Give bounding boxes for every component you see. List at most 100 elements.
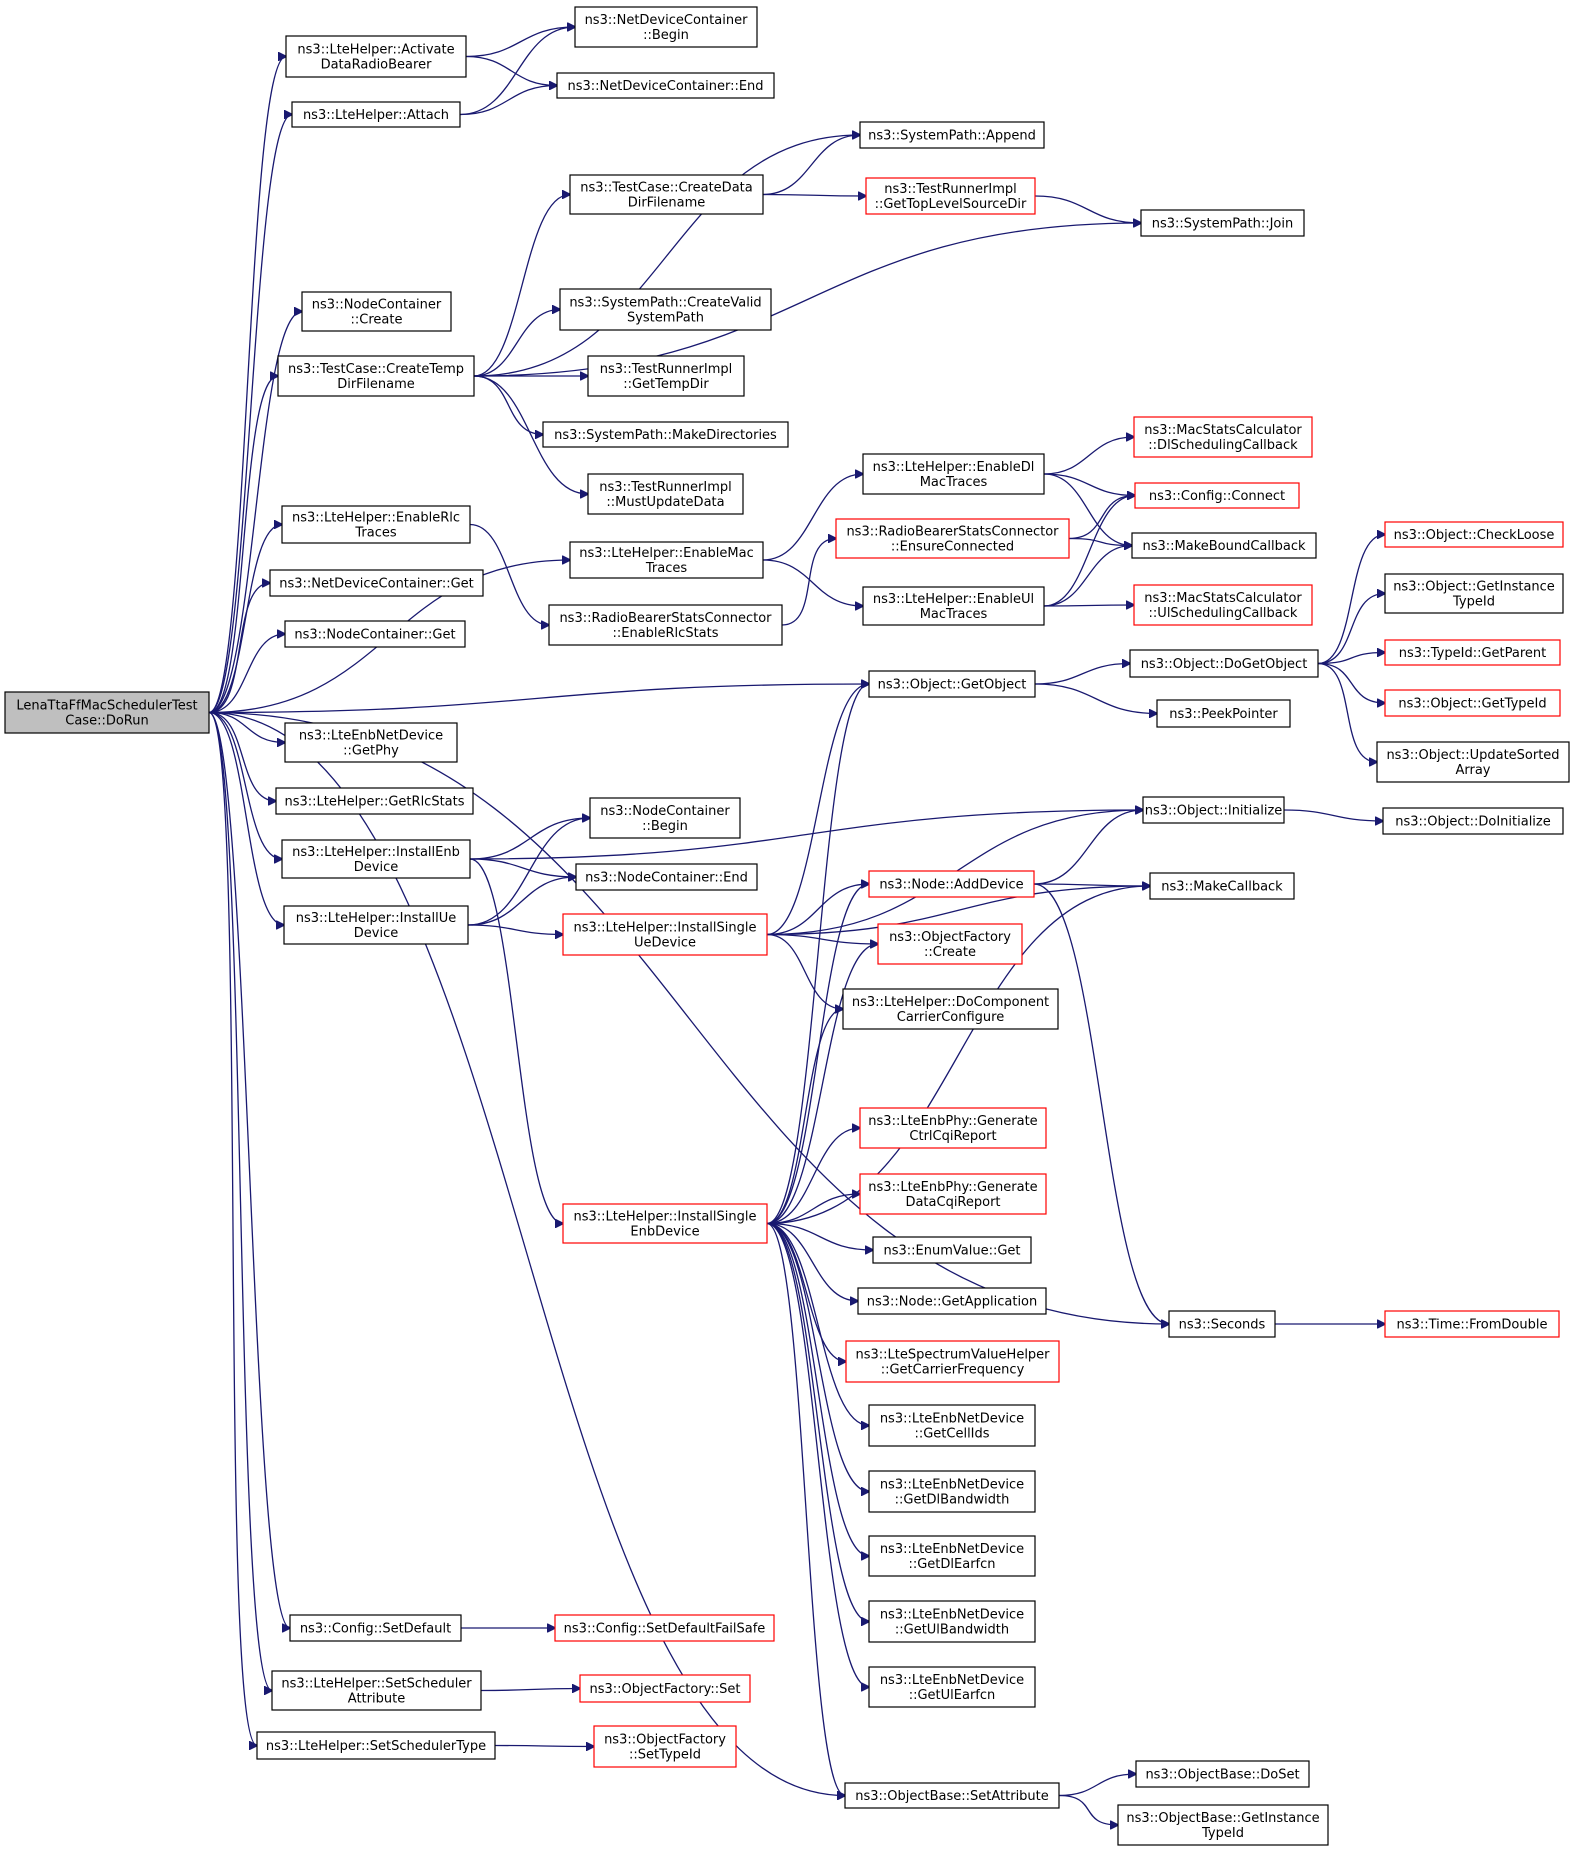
node-ndc_end[interactable]: ns3::NetDeviceContainer::End xyxy=(556,72,775,99)
node-cfg_setdefault[interactable]: ns3::Config::SetDefault xyxy=(289,1614,462,1642)
node-lte_getrlcstats[interactable]: ns3::LteHelper::GetRlcStats xyxy=(275,787,474,815)
node-obj_checkloose[interactable]: ns3::Object::CheckLoose xyxy=(1384,521,1564,548)
node-box-rbsc_enablerlc xyxy=(548,604,783,646)
node-box-root xyxy=(4,691,210,734)
node-sp_join[interactable]: ns3::SystemPath::Join xyxy=(1140,209,1305,237)
edge-lte_installue-to-lte_installsingleue xyxy=(467,924,563,935)
node-cfg_setdefaultfailsafe[interactable]: ns3::Config::SetDefaultFailSafe xyxy=(554,1614,775,1642)
node-label-tc_createtemp-0: ns3::TestCase::CreateTemp xyxy=(288,362,464,377)
node-enb_getcellids[interactable]: ns3::LteEnbNetDevice::GetCellIds xyxy=(868,1404,1036,1447)
node-ob_setattribute[interactable]: ns3::ObjectBase::SetAttribute xyxy=(844,1782,1060,1809)
node-node_getapp[interactable]: ns3::Node::GetApplication xyxy=(857,1287,1047,1315)
node-of_settypeid[interactable]: ns3::ObjectFactory::SetTypeId xyxy=(593,1725,737,1768)
node-lte_docomponent[interactable]: ns3::LteHelper::DoComponentCarrierConfig… xyxy=(842,988,1059,1030)
node-of_create[interactable]: ns3::ObjectFactory::Create xyxy=(877,923,1023,965)
node-sp_makedirs[interactable]: ns3::SystemPath::MakeDirectories xyxy=(542,421,789,448)
edge-lte_installsingleenb-to-lte_docomponent xyxy=(766,1009,843,1225)
node-enumvalue_get[interactable]: ns3::EnumValue::Get xyxy=(872,1236,1032,1264)
node-label-nc_create-0: ns3::NodeContainer xyxy=(312,298,442,313)
edge-node_adddevice-to-seconds xyxy=(1033,883,1169,1324)
node-obj_gettypeid[interactable]: ns3::Object::GetTypeId xyxy=(1384,689,1561,717)
node-tri_mustupdate[interactable]: ns3::TestRunnerImpl::MustUpdateData xyxy=(587,473,744,515)
node-label-obj_dogetobject-0: ns3::Object::DoGetObject xyxy=(1141,657,1308,672)
node-box-tri_gettempdir xyxy=(587,355,745,397)
node-makecallback[interactable]: ns3::MakeCallback xyxy=(1149,872,1295,900)
node-ndc_begin[interactable]: ns3::NetDeviceContainer::Begin xyxy=(574,6,758,48)
node-nc_create[interactable]: ns3::NodeContainer::Create xyxy=(301,291,452,332)
node-lte_setschedtype[interactable]: ns3::LteHelper::SetSchedulerType xyxy=(256,1731,496,1760)
node-enb_getulbw[interactable]: ns3::LteEnbNetDevice::GetUlBandwidth xyxy=(868,1600,1036,1643)
node-obj_getobject[interactable]: ns3::Object::GetObject xyxy=(868,670,1036,698)
node-tri_gettempdir[interactable]: ns3::TestRunnerImpl::GetTempDir xyxy=(587,355,745,397)
node-seconds[interactable]: ns3::Seconds xyxy=(1168,1310,1276,1338)
node-lsvh_getcarrier[interactable]: ns3::LteSpectrumValueHelper::GetCarrierF… xyxy=(845,1340,1060,1383)
node-msc_dlsched[interactable]: ns3::MacStatsCalculator::DlSchedulingCal… xyxy=(1133,416,1313,458)
node-obj_doinitialize[interactable]: ns3::Object::DoInitialize xyxy=(1382,807,1564,835)
node-ndc_get[interactable]: ns3::NetDeviceContainer::Get xyxy=(269,569,484,597)
node-obj_dogetobject[interactable]: ns3::Object::DoGetObject xyxy=(1129,649,1319,678)
node-ob_doset[interactable]: ns3::ObjectBase::DoSet xyxy=(1135,1760,1310,1788)
node-label-msc_ulsched-1: ::UlSchedulingCallback xyxy=(1149,606,1298,621)
node-of_set[interactable]: ns3::ObjectFactory::Set xyxy=(579,1674,751,1703)
node-box-lte_enableulmac xyxy=(862,586,1045,626)
edge-obj_dogetobject-to-obj_gettypeid xyxy=(1317,662,1385,704)
node-cfg_connect[interactable]: ns3::Config::Connect xyxy=(1134,482,1300,509)
node-label-obj_initialize-0: ns3::Object::Initialize xyxy=(1145,804,1283,819)
node-label-seconds-0: ns3::Seconds xyxy=(1179,1318,1266,1333)
node-box-lte_installenb xyxy=(281,839,471,879)
node-label-phy_genctrl-0: ns3::LteEnbPhy::Generate xyxy=(868,1114,1037,1129)
edge-lte_enablemac-to-lte_enableulmac xyxy=(762,559,863,606)
node-enb_getdlearfcn[interactable]: ns3::LteEnbNetDevice::GetDlEarfcn xyxy=(868,1535,1036,1577)
node-rbsc_ensure[interactable]: ns3::RadioBearerStatsConnector::EnsureCo… xyxy=(835,518,1070,559)
node-typeid_getparent[interactable]: ns3::TypeId::GetParent xyxy=(1384,639,1561,666)
node-enb_getulearfcn[interactable]: ns3::LteEnbNetDevice::GetUlEarfcn xyxy=(868,1666,1036,1708)
node-label-obj_doinitialize-0: ns3::Object::DoInitialize xyxy=(1395,815,1551,830)
node-time_fromdouble[interactable]: ns3::Time::FromDouble xyxy=(1384,1310,1560,1338)
node-lteenb_getphy[interactable]: ns3::LteEnbNetDevice::GetPhy xyxy=(284,722,458,763)
node-peekpointer[interactable]: ns3::PeekPointer xyxy=(1156,699,1291,728)
node-nc_end[interactable]: ns3::NodeContainer::End xyxy=(575,863,758,891)
node-lte_attach[interactable]: ns3::LteHelper::Attach xyxy=(291,101,461,128)
node-node_adddevice[interactable]: ns3::Node::AddDevice xyxy=(868,870,1035,898)
node-enb_getdlbw[interactable]: ns3::LteEnbNetDevice::GetDlBandwidth xyxy=(868,1470,1036,1513)
node-makebound[interactable]: ns3::MakeBoundCallback xyxy=(1131,532,1317,559)
node-label-obj_updatesorted-1: Array xyxy=(1455,763,1490,778)
node-label-lsvh_getcarrier-0: ns3::LteSpectrumValueHelper xyxy=(855,1348,1050,1363)
node-label-lteenb_getphy-1: ::GetPhy xyxy=(343,744,399,759)
node-nc_get[interactable]: ns3::NodeContainer::Get xyxy=(284,620,466,648)
node-msc_ulsched[interactable]: ns3::MacStatsCalculator::UlSchedulingCal… xyxy=(1133,584,1313,626)
node-box-typeid_getparent xyxy=(1384,639,1561,666)
node-sp_append[interactable]: ns3::SystemPath::Append xyxy=(859,121,1045,149)
node-label-enb_getulbw-1: ::GetUlBandwidth xyxy=(895,1623,1009,1638)
node-box-makebound xyxy=(1131,532,1317,559)
node-label-lte_attach-0: ns3::LteHelper::Attach xyxy=(303,108,449,123)
node-label-sp_append-0: ns3::SystemPath::Append xyxy=(868,129,1036,144)
node-obj_initialize[interactable]: ns3::Object::Initialize xyxy=(1142,796,1285,824)
node-box-lte_installue xyxy=(283,905,469,945)
node-rbsc_enablerlc[interactable]: ns3::RadioBearerStatsConnector::EnableRl… xyxy=(548,604,783,646)
node-box-sp_join xyxy=(1140,209,1305,237)
node-nc_begin[interactable]: ns3::NodeContainer::Begin xyxy=(589,797,741,839)
node-box-obj_dogetobject xyxy=(1129,649,1319,678)
node-tri_gettoplevel[interactable]: ns3::TestRunnerImpl::GetTopLevelSourceDi… xyxy=(865,177,1036,215)
node-label-lsvh_getcarrier-1: ::GetCarrierFrequency xyxy=(881,1363,1025,1378)
